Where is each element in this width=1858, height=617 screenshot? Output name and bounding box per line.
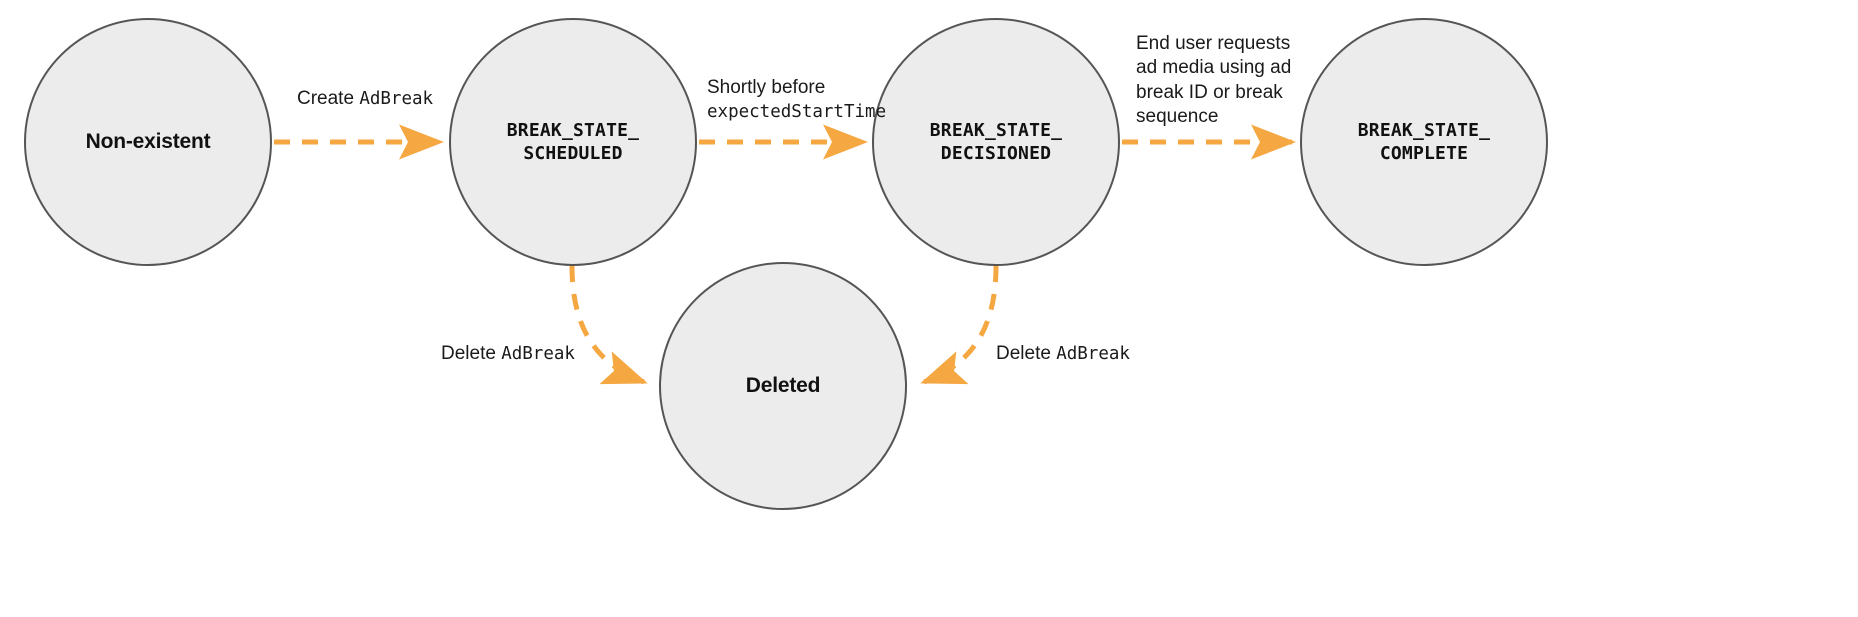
edge-label-run: End user requests — [1136, 33, 1291, 54]
state-node-deleted[interactable]: Deleted — [659, 262, 907, 510]
state-node-break-state-complete[interactable]: BREAK_STATE_ COMPLETE — [1300, 18, 1548, 266]
edge-label-create-adbreak: Create AdBreak — [297, 87, 433, 111]
edge-delete-adbreak-from-decisioned — [920, 265, 999, 385]
edge-label-line: Delete AdBreak — [996, 342, 1130, 366]
edge-label-line: ad media using ad — [1136, 56, 1291, 80]
edge-label-delete-adbreak-from-scheduled: Delete AdBreak — [441, 342, 575, 366]
state-node-label: Deleted — [745, 373, 821, 397]
edge-label-run: Delete — [441, 343, 502, 364]
state-node-non-existent[interactable]: Non-existent — [24, 18, 272, 266]
edge-label-line: Shortly before — [707, 76, 886, 100]
edge-label-run: AdBreak — [359, 89, 434, 109]
state-node-label: BREAK_STATE_ DECISIONED — [929, 119, 1063, 164]
edge-label-run: Shortly before — [707, 77, 826, 98]
state-node-label: BREAK_STATE_ SCHEDULED — [506, 119, 640, 164]
edge-label-line: Create AdBreak — [297, 87, 433, 111]
state-node-label: Non-existent — [85, 129, 211, 153]
edge-label-delete-adbreak-from-decisioned: Delete AdBreak — [996, 342, 1130, 366]
edge-label-run: AdBreak — [1056, 344, 1130, 364]
edge-label-line: expectedStartTime — [707, 100, 886, 124]
edge-delete-adbreak-from-scheduled — [569, 265, 648, 385]
state-node-break-state-scheduled[interactable]: BREAK_STATE_ SCHEDULED — [449, 18, 697, 266]
edge-label-run: expectedStartTime — [707, 102, 887, 123]
edge-label-run: AdBreak — [501, 344, 575, 364]
edge-label-run: Create — [297, 88, 360, 109]
state-node-break-state-decisioned[interactable]: BREAK_STATE_ DECISIONED — [872, 18, 1120, 266]
edge-label-line: break ID or break — [1136, 81, 1291, 105]
state-node-label: BREAK_STATE_ COMPLETE — [1357, 119, 1491, 164]
edge-label-line: sequence — [1136, 105, 1291, 129]
edge-label-line: Delete AdBreak — [441, 342, 575, 366]
edge-label-run: sequence — [1136, 105, 1219, 127]
edge-label-shortly-before-expectedstarttime: Shortly before expectedStartTime — [707, 76, 886, 125]
edge-label-run: Delete — [996, 343, 1057, 364]
edge-label-run: ad media using ad — [1136, 57, 1292, 79]
edge-label-run: break ID or break — [1136, 81, 1283, 103]
edge-label-line: End user requests — [1136, 32, 1291, 56]
